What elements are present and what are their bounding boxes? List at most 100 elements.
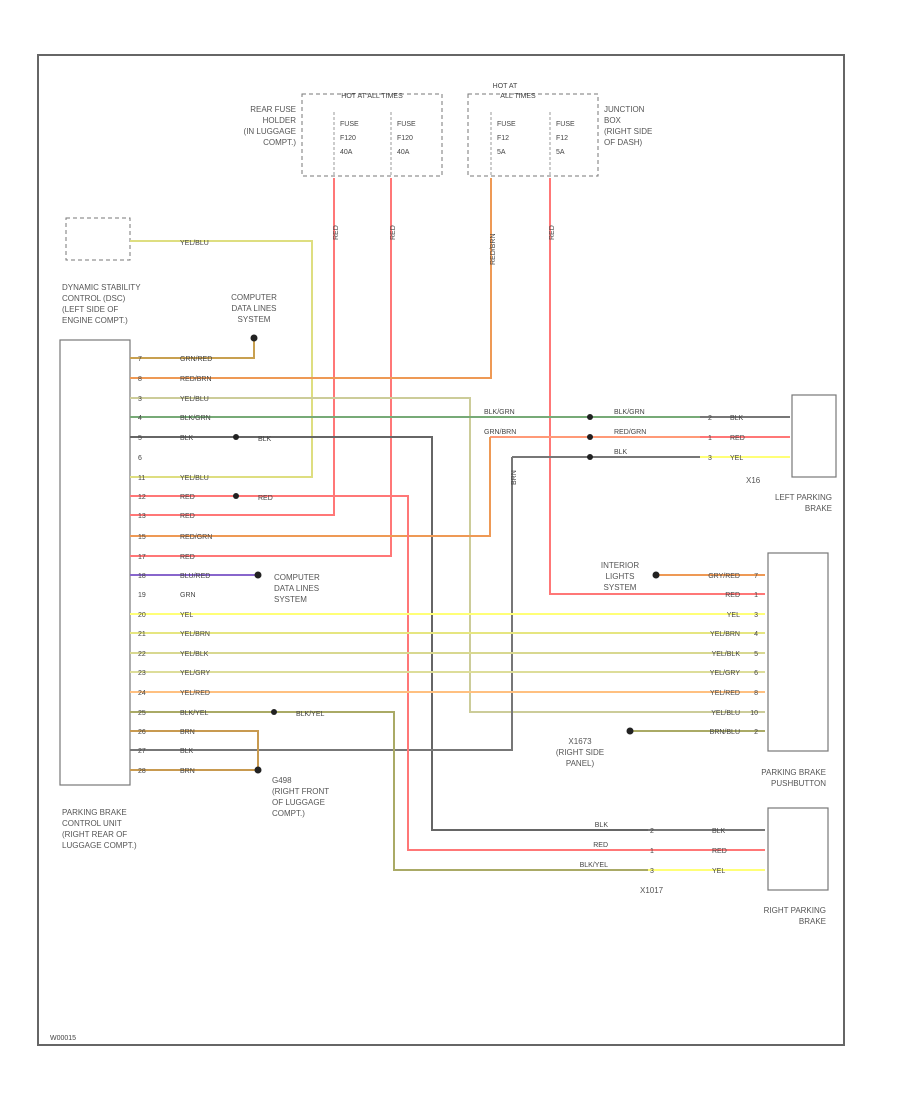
svg-text:SYSTEM: SYSTEM bbox=[238, 315, 271, 324]
pushbutton-pin-number: 2 bbox=[754, 729, 758, 736]
parking-brake-pushbutton-box bbox=[767, 552, 829, 752]
x1017-label: X1017 bbox=[640, 886, 664, 895]
fuse-3: FUSE F12 5A bbox=[490, 112, 516, 176]
svg-text:OF LUGGAGE: OF LUGGAGE bbox=[272, 798, 325, 807]
pushbutton-pin-number: 10 bbox=[750, 710, 758, 717]
fuse-2: FUSE F120 40A bbox=[390, 112, 416, 176]
pbcu-pin-color: BLK bbox=[180, 435, 194, 442]
pbcu-pin-color: YEL/BLU bbox=[180, 396, 209, 403]
pbcu-pin-color: YEL/BLU bbox=[180, 475, 209, 482]
pushbutton-pin-color: YEL/BLU bbox=[711, 710, 740, 717]
svg-text:HOLDER: HOLDER bbox=[263, 116, 297, 125]
svg-text:PUSHBUTTON: PUSHBUTTON bbox=[771, 779, 826, 788]
computer-data-lines-label-2: COMPUTER DATA LINES SYSTEM bbox=[274, 573, 320, 604]
wire-fuse-1 bbox=[130, 178, 335, 516]
junction-box-label: JUNCTION BOX (RIGHT SIDE OF DASH) bbox=[604, 105, 652, 147]
pushbutton-pin-color: YEL/BLK bbox=[712, 651, 741, 658]
svg-text:PARKING BRAKE: PARKING BRAKE bbox=[761, 768, 826, 777]
svg-text:SYSTEM: SYSTEM bbox=[274, 595, 307, 604]
svg-text:OF DASH): OF DASH) bbox=[604, 138, 643, 147]
svg-text:RIGHT PARKING: RIGHT PARKING bbox=[764, 906, 826, 915]
pushbutton-pin-number: 6 bbox=[754, 670, 758, 677]
pushbutton-pin-number: 1 bbox=[754, 592, 758, 599]
pushbutton-pin-color: YEL/GRY bbox=[710, 670, 741, 677]
svg-text:BRAKE: BRAKE bbox=[805, 504, 832, 513]
hot-at-all-times-label-2a: HOT AT bbox=[493, 83, 518, 90]
hot-at-all-times-label-1: HOT AT ALL TIMES bbox=[341, 93, 403, 100]
pbcu-pin-color: BLU/RED bbox=[180, 573, 210, 580]
rear-fuse-holder-label: REAR FUSE HOLDER (IN LUGGAGE COMPT.) bbox=[244, 105, 297, 147]
rpb-connector-color: RED bbox=[593, 842, 608, 849]
lpb-pin-number: 2 bbox=[708, 415, 712, 422]
rpb-pin-number: 2 bbox=[650, 828, 654, 835]
svg-text:SYSTEM: SYSTEM bbox=[604, 583, 637, 592]
rpb-pin-number: 3 bbox=[650, 868, 654, 875]
wire-fuse-3 bbox=[130, 178, 492, 379]
svg-text:BRAKE: BRAKE bbox=[799, 917, 826, 926]
pushbutton-pin-number: 4 bbox=[754, 631, 758, 638]
pbcu-pin-number: 12 bbox=[138, 494, 146, 501]
pbcu-pin-number: 3 bbox=[138, 396, 142, 403]
figure-id: W00015 bbox=[50, 1035, 76, 1042]
rpb-pin-color: BLK bbox=[712, 828, 726, 835]
svg-text:LEFT PARKING: LEFT PARKING bbox=[775, 493, 832, 502]
svg-text:40A: 40A bbox=[340, 149, 353, 156]
pbcu-pin-number: 20 bbox=[138, 612, 146, 619]
pushbutton-pin-color: YEL/RED bbox=[710, 690, 740, 697]
svg-text:FUSE: FUSE bbox=[497, 121, 516, 128]
pbcu-pin-number: 13 bbox=[138, 513, 146, 520]
svg-text:REAR FUSE: REAR FUSE bbox=[250, 105, 296, 114]
fuse-4: FUSE F12 5A bbox=[549, 112, 575, 176]
svg-text:COMPUTER: COMPUTER bbox=[274, 573, 320, 582]
wire-fuse-2 bbox=[130, 178, 392, 557]
pbcu-pin-number: 6 bbox=[138, 455, 142, 462]
svg-text:F12: F12 bbox=[497, 135, 509, 142]
pbcu-pin-color: RED bbox=[180, 554, 195, 561]
pbcu-pin-number: 5 bbox=[138, 435, 142, 442]
pbcu-pin-number: 22 bbox=[138, 651, 146, 658]
svg-text:G498: G498 bbox=[272, 776, 292, 785]
pushbutton-pin-number: 3 bbox=[754, 612, 758, 619]
svg-text:FUSE: FUSE bbox=[340, 121, 359, 128]
lpb-pin-number: 1 bbox=[708, 435, 712, 442]
svg-text:PANEL): PANEL) bbox=[566, 759, 595, 768]
left-parking-brake-box bbox=[791, 394, 837, 478]
wire-lpb-red-drop bbox=[130, 437, 491, 537]
red-splice-label: RED bbox=[258, 495, 273, 502]
svg-text:DATA LINES: DATA LINES bbox=[274, 584, 319, 593]
fuse-3-wire-label: RED/BRN bbox=[490, 233, 497, 265]
svg-text:(RIGHT REAR OF: (RIGHT REAR OF bbox=[62, 830, 127, 839]
pushbutton-pin-color: YEL/BRN bbox=[710, 631, 740, 638]
svg-text:COMPT.): COMPT.) bbox=[272, 809, 305, 818]
fuse-box-left bbox=[301, 93, 443, 177]
lpb-connector-color: BLK/GRN bbox=[614, 409, 645, 416]
pbcu-pin-color: RED/BRN bbox=[180, 376, 212, 383]
svg-text:LUGGAGE COMPT.): LUGGAGE COMPT.) bbox=[62, 841, 137, 850]
svg-text:(IN LUGGAGE: (IN LUGGAGE bbox=[244, 127, 296, 136]
pbcu-pin-color: YEL/GRY bbox=[180, 670, 211, 677]
wire-layer bbox=[130, 178, 790, 871]
svg-text:INTERIOR: INTERIOR bbox=[601, 561, 639, 570]
wire-pin7 bbox=[130, 338, 255, 359]
right-parking-brake-label: RIGHT PARKING BRAKE bbox=[764, 906, 826, 926]
fuse-2-wire-label: RED bbox=[390, 225, 397, 240]
dsc-module-box bbox=[65, 217, 131, 261]
svg-text:(RIGHT SIDE: (RIGHT SIDE bbox=[556, 748, 604, 757]
pbcu-pin-color: YEL/RED bbox=[180, 690, 210, 697]
pushbutton-pin-number: 8 bbox=[754, 690, 758, 697]
svg-text:F120: F120 bbox=[397, 135, 413, 142]
parking-brake-control-unit bbox=[59, 339, 131, 786]
pbcu-pin-color: BLK/GRN bbox=[180, 415, 211, 422]
pbcu-pin-color: BRN bbox=[180, 729, 195, 736]
fuse-1: FUSE F120 40A bbox=[333, 112, 359, 176]
dsc-label: DYNAMIC STABILITY CONTROL (DSC) (LEFT SI… bbox=[62, 283, 141, 325]
pbcu-pin-number: 7 bbox=[138, 356, 142, 363]
wire-fuse-4 bbox=[549, 178, 765, 595]
pbcu-pin-color: BRN bbox=[180, 768, 195, 775]
lpb-mid-label-1: BLK/GRN bbox=[484, 409, 515, 416]
svg-text:JUNCTION: JUNCTION bbox=[604, 105, 645, 114]
pushbutton-pin-color: RED bbox=[725, 592, 740, 599]
ground-g498-label: G498 (RIGHT FRONT OF LUGGAGE COMPT.) bbox=[272, 776, 329, 818]
